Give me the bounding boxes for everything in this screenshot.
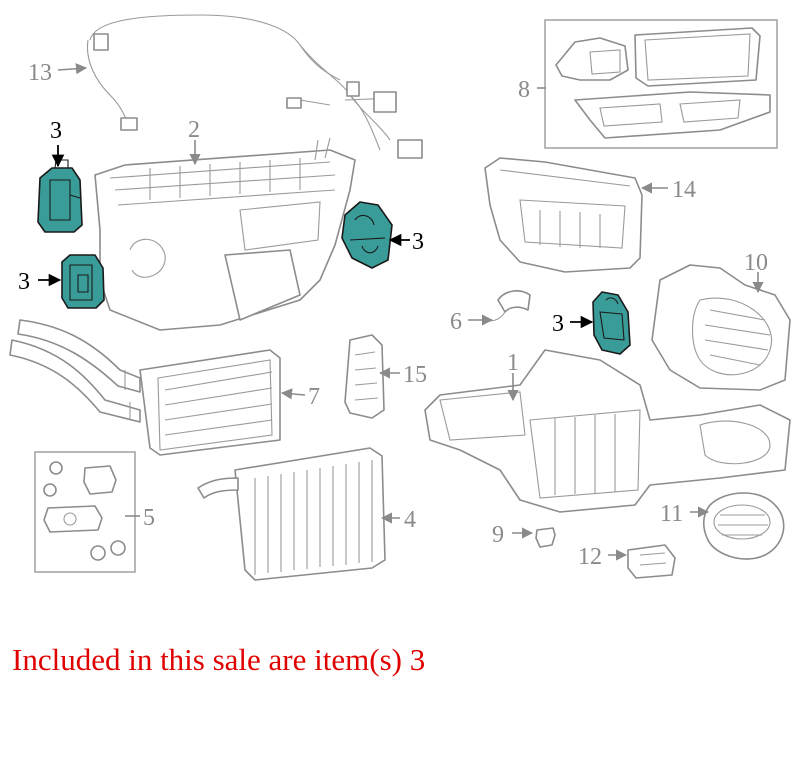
part-3-actuator-right — [592, 291, 631, 355]
callout-9: 9 — [492, 522, 504, 548]
callout-3-right: 3 — [552, 311, 564, 337]
part-3-actuator-left-bottom — [61, 254, 105, 309]
part-9-grommet — [535, 527, 556, 548]
parts-diagram: 13 2 3 3 3 3 7 15 5 4 8 14 10 6 1 9 11 1… — [9, 14, 791, 581]
part-13-wiring-harness — [86, 14, 423, 159]
sale-caption: Included in this sale are item(s) 3 — [12, 642, 426, 677]
part-10-blower-housing — [651, 264, 791, 391]
callout-5: 5 — [143, 505, 155, 531]
callout-2: 2 — [188, 117, 200, 143]
leader-lines — [38, 63, 764, 561]
callout-labels: 13 2 3 3 3 3 7 15 5 4 8 14 10 6 1 9 11 1… — [18, 60, 768, 570]
part-3-actuator-center — [341, 201, 393, 269]
callout-3-left-top: 3 — [50, 118, 62, 144]
callout-8: 8 — [518, 77, 530, 103]
callout-6: 6 — [450, 309, 462, 335]
callout-13: 13 — [28, 60, 52, 86]
callout-11: 11 — [660, 501, 683, 527]
callout-3-left-bottom: 3 — [18, 269, 30, 295]
callout-14: 14 — [672, 177, 696, 203]
part-8-kit-box — [544, 19, 778, 149]
part-4-evaporator — [197, 447, 386, 581]
part-14-upper-housing — [484, 157, 643, 273]
part-11-blower-motor — [702, 492, 785, 560]
callout-4: 4 — [404, 507, 416, 533]
callout-3-center: 3 — [412, 229, 424, 255]
part-3-actuator-left-top — [37, 159, 83, 233]
callout-1: 1 — [507, 350, 519, 376]
callout-15: 15 — [403, 362, 427, 388]
part-6-sensor — [487, 290, 531, 322]
callout-12: 12 — [578, 544, 602, 570]
part-7-heater-core — [9, 319, 281, 456]
part-5-fittings-kit — [34, 451, 136, 573]
callout-7: 7 — [308, 384, 320, 410]
callout-10: 10 — [744, 250, 768, 276]
part-12-resistor — [627, 544, 676, 579]
part-15-module — [344, 334, 385, 419]
part-2-hvac-housing — [94, 137, 356, 331]
